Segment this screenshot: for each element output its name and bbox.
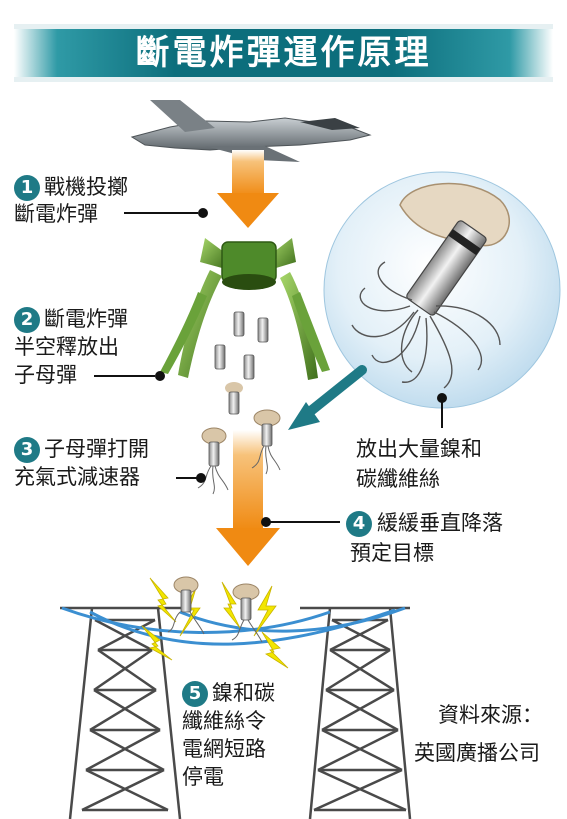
source-name: 英國廣播公司 <box>414 741 540 765</box>
title-banner <box>14 24 553 82</box>
power-tower-left <box>60 606 190 819</box>
step-5-badge: 5 <box>182 681 208 707</box>
step-4-line-2: 預定目標 <box>350 541 434 565</box>
step-1-line-1: 戰機投擲 <box>44 175 128 199</box>
parachute-submunition-icons <box>197 409 281 495</box>
submunition-icons <box>214 311 269 415</box>
page-title: 斷電炸彈運作原理 <box>135 33 432 73</box>
cluster-bomb-icon <box>160 238 330 380</box>
step-3-badge: 3 <box>14 437 40 463</box>
step-2-line-3: 子母彈 <box>14 363 77 387</box>
step-2-badge: 2 <box>14 307 40 333</box>
step-2-line-2: 半空釋放出 <box>14 335 119 359</box>
magnified-view <box>323 171 561 409</box>
power-cables <box>61 606 406 646</box>
power-tower-right <box>300 606 412 819</box>
callout-line-2: 碳纖維絲 <box>356 467 440 491</box>
callout-line-1: 放出大量鎳和 <box>356 437 482 461</box>
step-5-line-1: 鎳和碳 <box>212 681 275 705</box>
leader-lines <box>94 208 447 527</box>
step-3-line-2: 充氣式減速器 <box>14 465 140 489</box>
step-1-line-2: 斷電炸彈 <box>14 202 98 226</box>
step-5-line-2: 纖維絲令 <box>182 709 266 733</box>
step-3-line-1: 子母彈打開 <box>44 437 149 461</box>
impact-submunition-icons <box>167 576 263 643</box>
step-2-line-1: 斷電炸彈 <box>44 307 128 331</box>
step-1-badge: 1 <box>14 175 40 201</box>
zoom-pointer-arrow <box>288 365 367 430</box>
source-label: 資料來源： <box>438 703 543 727</box>
step-5-line-3: 電網短路 <box>182 737 266 761</box>
fighter-jet-icon <box>130 100 372 162</box>
step-4-line-1: 緩緩垂直降落 <box>377 511 503 535</box>
step-4-badge: 4 <box>346 511 372 537</box>
step-5-line-4: 停電 <box>182 765 224 789</box>
descent-arrow <box>216 150 280 566</box>
